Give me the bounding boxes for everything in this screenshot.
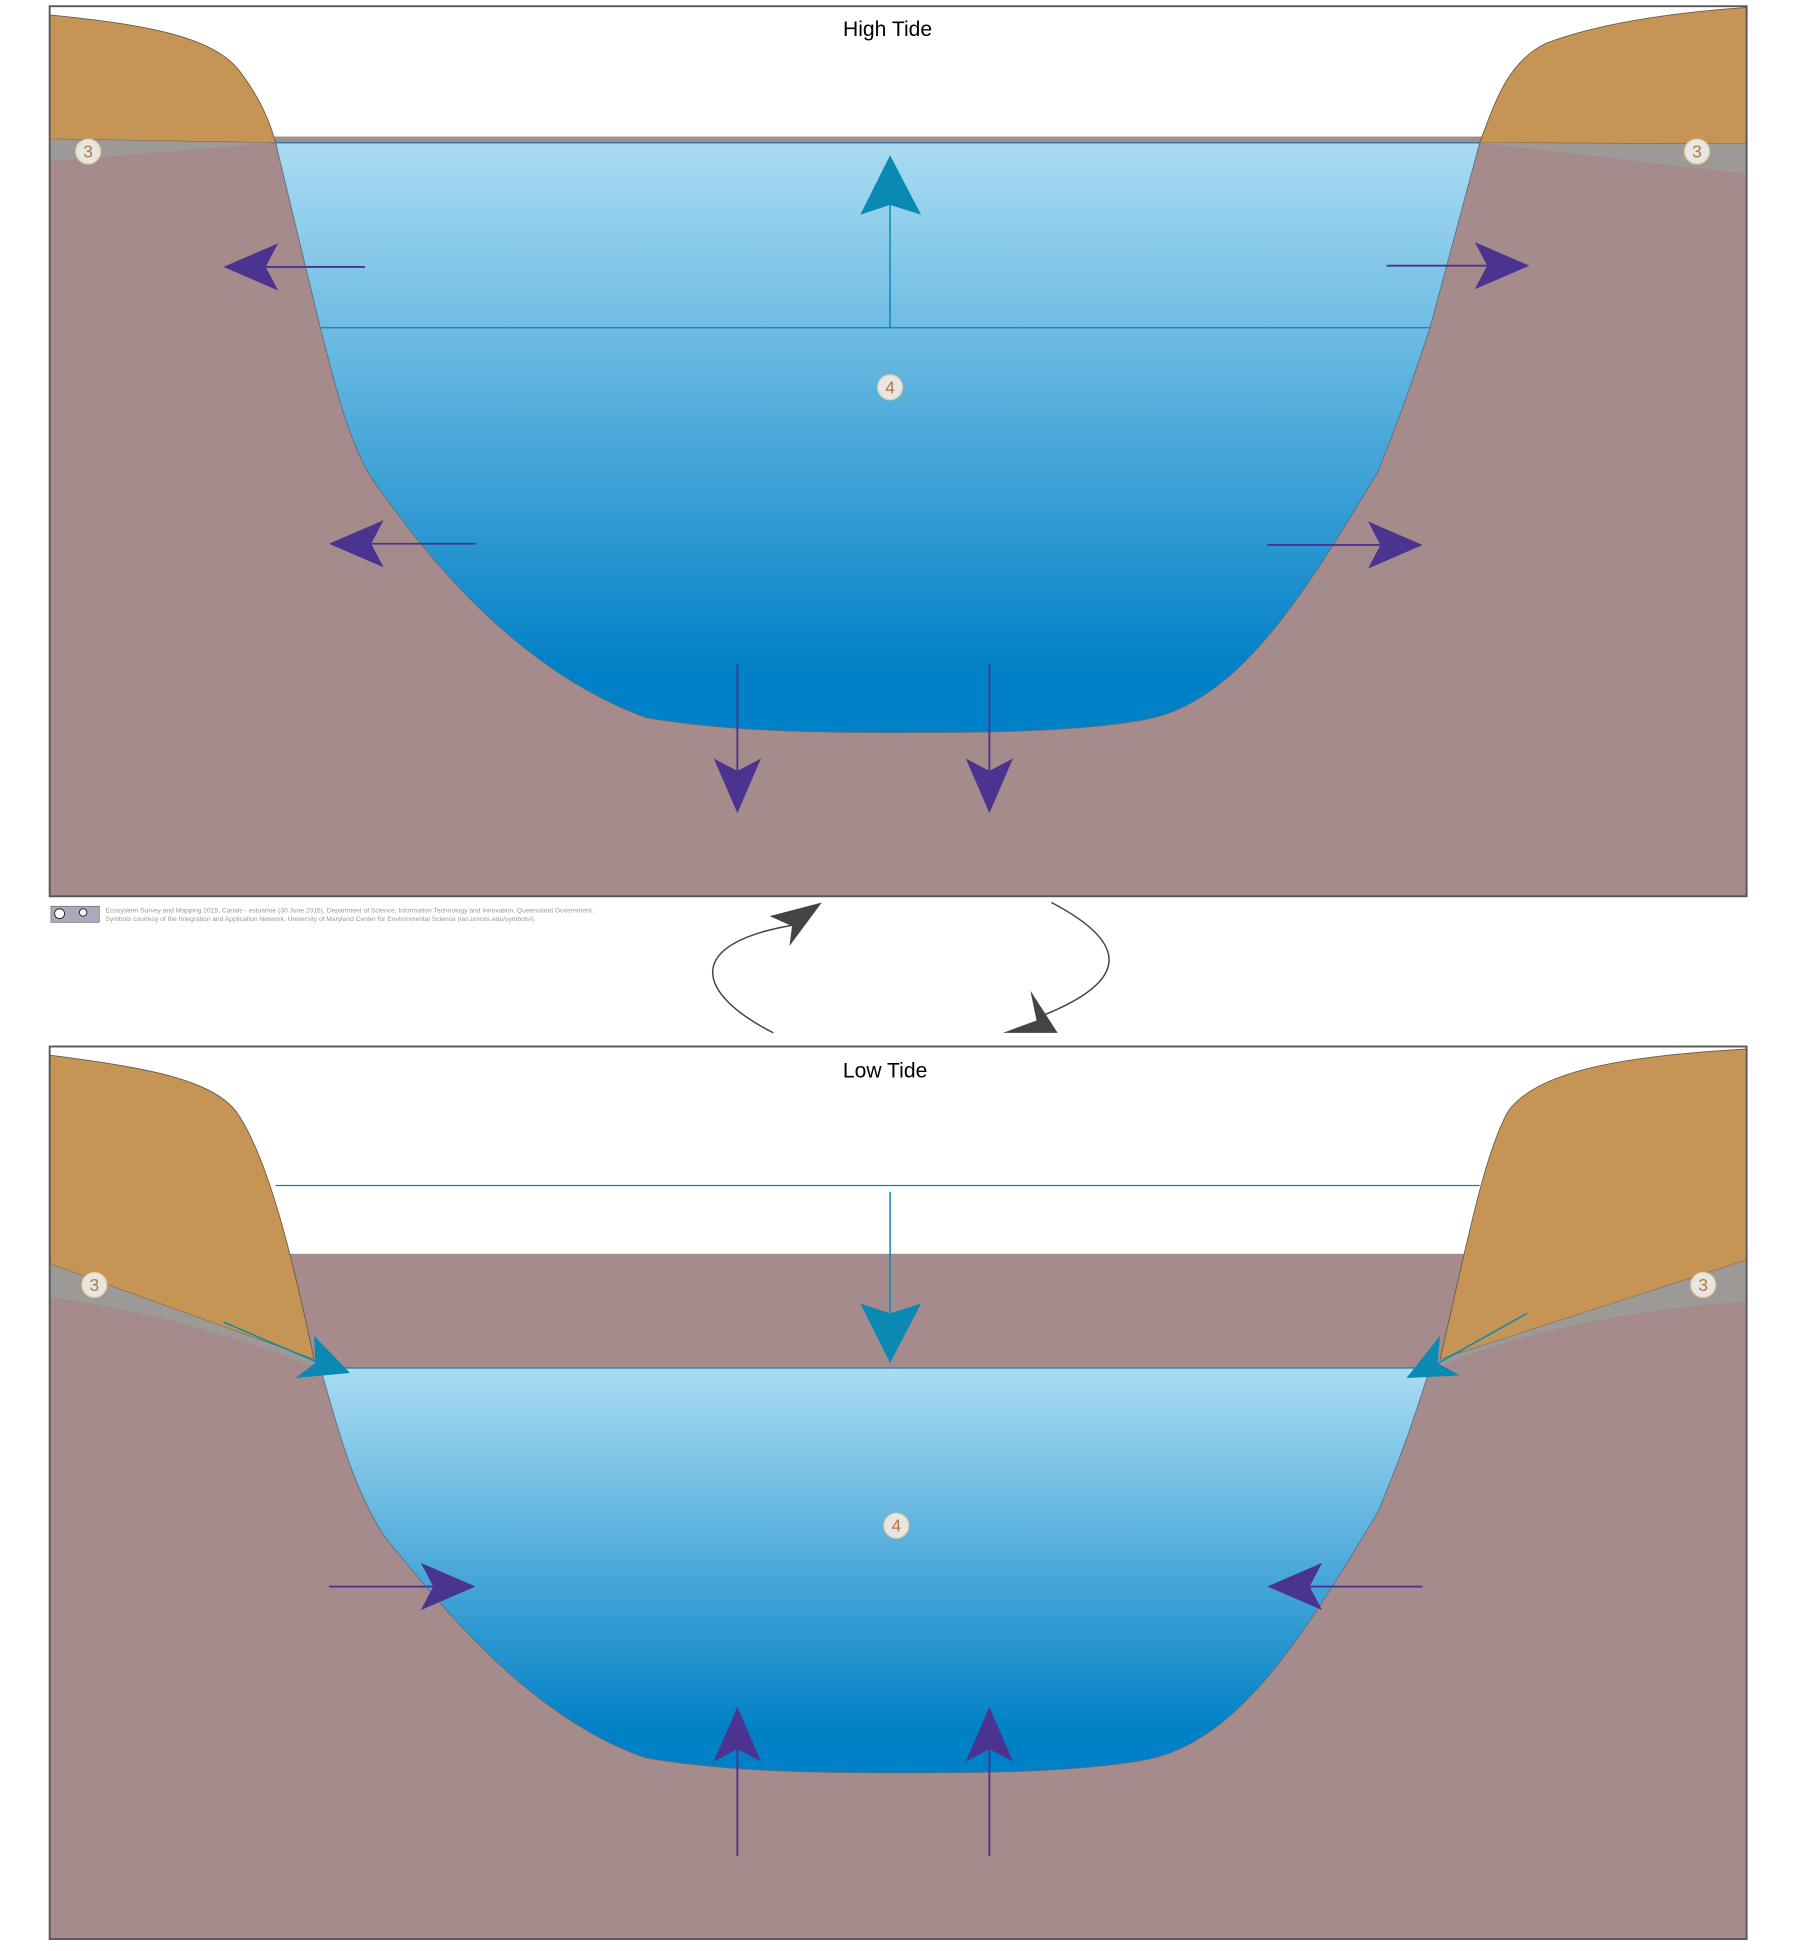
tide-rising-arrow (860, 155, 922, 328)
label-3-left: 3 (81, 1271, 108, 1298)
groundwater-seepage-arrows (223, 1312, 1528, 1378)
cc-by-icon (50, 905, 100, 923)
water (319, 1367, 1431, 1774)
groundwater-layer-left (49, 139, 276, 162)
svg-text:3: 3 (1698, 1275, 1708, 1295)
sand-right (1479, 7, 1747, 145)
high-tide-title: High Tide (843, 18, 932, 41)
label-3-right: 3 (1690, 1271, 1717, 1298)
tide-falling-arrow (860, 1191, 922, 1364)
sand-left (49, 1054, 315, 1361)
sand-left (49, 14, 277, 144)
svg-text:3: 3 (1692, 141, 1702, 161)
outflow-arrows (223, 242, 1530, 814)
groundwater-layer-right (1436, 1260, 1747, 1369)
label-3-right: 3 (1683, 138, 1710, 165)
sand-right (1439, 1048, 1747, 1360)
groundwater-layer-right (1479, 142, 1747, 174)
svg-text:3: 3 (90, 1275, 100, 1295)
label-4-water: 4 (883, 1512, 910, 1539)
label-3-left: 3 (75, 138, 102, 165)
inflow-arrows (328, 1562, 1423, 1856)
svg-text:Ecosystem Survey and Mapping 2: Ecosystem Survey and Mapping 2015, Canal… (106, 907, 594, 914)
svg-text:4: 4 (885, 377, 895, 397)
label-4-water: 4 (877, 374, 904, 401)
credits: Ecosystem Survey and Mapping 2015, Canal… (50, 905, 594, 923)
water (275, 142, 1481, 733)
svg-text:4: 4 (891, 1516, 901, 1536)
svg-text:3: 3 (83, 141, 93, 161)
low-tide-title: Low Tide (843, 1060, 927, 1083)
tide-cycle-arrows (711, 901, 1110, 1034)
low-tide-panel: 3 3 4 Low Tide (49, 1046, 1747, 1940)
groundwater-layer-left (49, 1263, 317, 1369)
high-tide-panel: 3 3 4 High Tide (49, 6, 1747, 897)
svg-text:Symbols courtesy of the Integr: Symbols courtesy of the Integration and … (106, 916, 536, 923)
